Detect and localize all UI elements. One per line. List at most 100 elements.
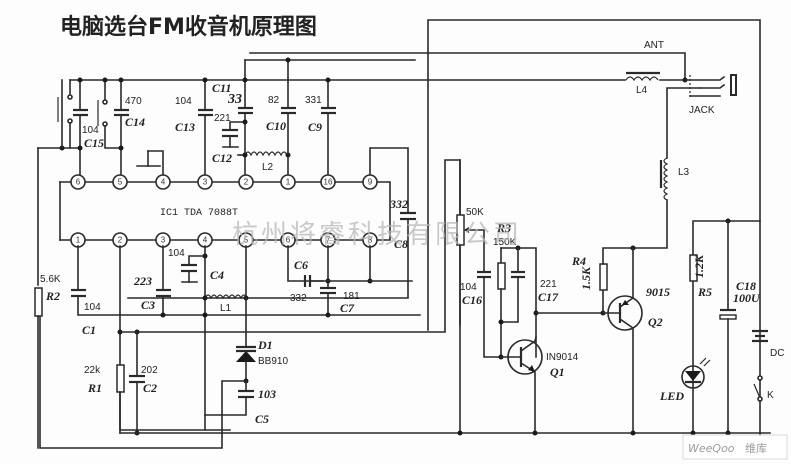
k-label: K bbox=[767, 390, 774, 401]
ic-top-pin-number: 1 bbox=[286, 178, 291, 187]
l3-label: L3 bbox=[678, 167, 690, 178]
c12-label: C12 bbox=[212, 151, 232, 165]
c14-value: 470 bbox=[125, 96, 142, 107]
ic-top-pin-number: 4 bbox=[161, 178, 166, 187]
ic-bottom-pin-number: 3 bbox=[161, 236, 166, 245]
c16-value: 104 bbox=[460, 282, 477, 293]
r2-value: 5.6K bbox=[40, 274, 61, 285]
ic-top-pin-number: 5 bbox=[118, 178, 123, 187]
r2-label: R2 bbox=[45, 289, 60, 303]
c8: 332 C8 bbox=[127, 197, 416, 299]
weeqoo-logo: WeeQoo 维库 bbox=[682, 434, 788, 460]
l4-label: L4 bbox=[636, 85, 648, 96]
ic-bottom-pin-number: 5 bbox=[244, 236, 249, 245]
diagram-title: 电脑选台FM收音机原理图 bbox=[60, 14, 317, 40]
c9-label: C9 bbox=[308, 120, 322, 134]
c3-label: C3 bbox=[141, 298, 155, 312]
logo-brand: WeeQoo bbox=[688, 442, 735, 455]
c3-value: 223 bbox=[133, 274, 152, 288]
ic-top-pin-9 bbox=[362, 174, 378, 190]
c11-value: 33 bbox=[227, 92, 242, 107]
c17-value: 221 bbox=[540, 279, 557, 290]
c2-value: 202 bbox=[141, 365, 158, 376]
c8-label: C8 bbox=[394, 237, 408, 251]
ic-top-pin-2 bbox=[238, 174, 254, 190]
r5-value: 1.2K bbox=[692, 254, 706, 278]
audio-amplifier: 50K 104 C16 R3 150K 221 C17 IN9014 Q1 bbox=[119, 40, 784, 436]
ic-bottom-pin-number: 6 bbox=[286, 236, 291, 245]
bottom-network: 104 C1 223 C3 104 C4 L1 bbox=[34, 159, 461, 449]
ic-top-pin-3 bbox=[197, 174, 213, 190]
c4-value: 104 bbox=[168, 248, 185, 259]
c2-label: C2 bbox=[143, 381, 157, 395]
c5-value: 103 bbox=[258, 387, 276, 401]
c5-label: C5 bbox=[255, 412, 269, 426]
ic-top-pin-5 bbox=[112, 174, 128, 190]
ic-top-pin-number: 16 bbox=[324, 178, 333, 187]
c13-value: 104 bbox=[175, 96, 192, 107]
ic-top-pin-16 bbox=[320, 174, 336, 190]
watermark-text: 杭州将睿科技有限公司 bbox=[232, 220, 522, 250]
c6-value: 332 bbox=[290, 293, 307, 304]
l2-label: L2 bbox=[262, 162, 274, 173]
ant-label: ANT bbox=[644, 40, 664, 51]
c11-label: C11 bbox=[212, 81, 231, 95]
q2-value: 9015 bbox=[646, 285, 670, 299]
ic-bottom-pin-number: 7 bbox=[326, 236, 331, 245]
r3-value: 150K bbox=[493, 237, 517, 248]
q2-label: Q2 bbox=[648, 315, 663, 329]
logo-suffix: 维库 bbox=[745, 442, 767, 455]
c6-label: C6 bbox=[294, 258, 308, 272]
ic-bottom-pin-number: 2 bbox=[118, 236, 123, 245]
c10-label: C10 bbox=[266, 119, 286, 133]
l1-label: L1 bbox=[220, 303, 232, 314]
ic-top-pin-number: 2 bbox=[244, 178, 249, 187]
r1-value: 22k bbox=[84, 365, 101, 376]
c13-label: C13 bbox=[175, 120, 195, 134]
r1-label: R1 bbox=[87, 381, 102, 395]
c1-value: 104 bbox=[84, 302, 101, 313]
d1-value: BB910 bbox=[258, 356, 288, 367]
led-label: LED bbox=[659, 389, 684, 403]
r3-label: R3 bbox=[496, 221, 511, 235]
ic-bottom-pin-number: 8 bbox=[368, 236, 373, 245]
ic1-label: IC1 TDA 7088T bbox=[160, 208, 238, 219]
vr-value: 50K bbox=[466, 207, 484, 218]
r4-value: 1.5K bbox=[579, 266, 593, 290]
r4-label: R4 bbox=[571, 254, 586, 268]
c4-label: C4 bbox=[210, 268, 224, 282]
ic-bottom-pin-number: 4 bbox=[203, 236, 208, 245]
c16-label: C16 bbox=[462, 293, 482, 307]
ic-top-pin-1 bbox=[280, 174, 296, 190]
r5-label: R5 bbox=[697, 285, 712, 299]
c1-label: C1 bbox=[82, 323, 96, 337]
ic-top-pin-number: 6 bbox=[76, 178, 81, 187]
c15-label: C15 bbox=[84, 136, 104, 150]
top-network: 104 C15 470 C14 104 C13 bbox=[37, 57, 416, 286]
ic-top-pin-4 bbox=[155, 174, 171, 190]
c7-value: 181 bbox=[343, 291, 360, 302]
c17-label: C17 bbox=[538, 290, 559, 304]
dc-label: DC bbox=[770, 348, 784, 359]
c14-label: C14 bbox=[125, 115, 145, 129]
q1-label: Q1 bbox=[550, 365, 565, 379]
c8-value: 332 bbox=[389, 197, 408, 211]
d1-label: D1 bbox=[257, 338, 273, 352]
headphone-jack bbox=[684, 74, 737, 98]
c10-value: 82 bbox=[268, 95, 280, 106]
jack-label: JACK bbox=[689, 105, 715, 116]
q1-value: IN9014 bbox=[546, 352, 579, 363]
c9-value: 331 bbox=[305, 95, 322, 106]
ic-top-pin-number: 9 bbox=[368, 178, 373, 187]
c7-label: C7 bbox=[340, 301, 355, 315]
c18-value: 100U bbox=[733, 291, 761, 305]
ic-top-pin-6 bbox=[70, 174, 86, 190]
ic-bottom-pin-number: 1 bbox=[76, 236, 81, 245]
outer-wires bbox=[69, 19, 761, 441]
c18-label: C18 bbox=[736, 279, 756, 293]
c15-value: 104 bbox=[82, 125, 99, 136]
ic-top-pin-number: 3 bbox=[203, 178, 208, 187]
c12-value: 221 bbox=[214, 113, 231, 124]
